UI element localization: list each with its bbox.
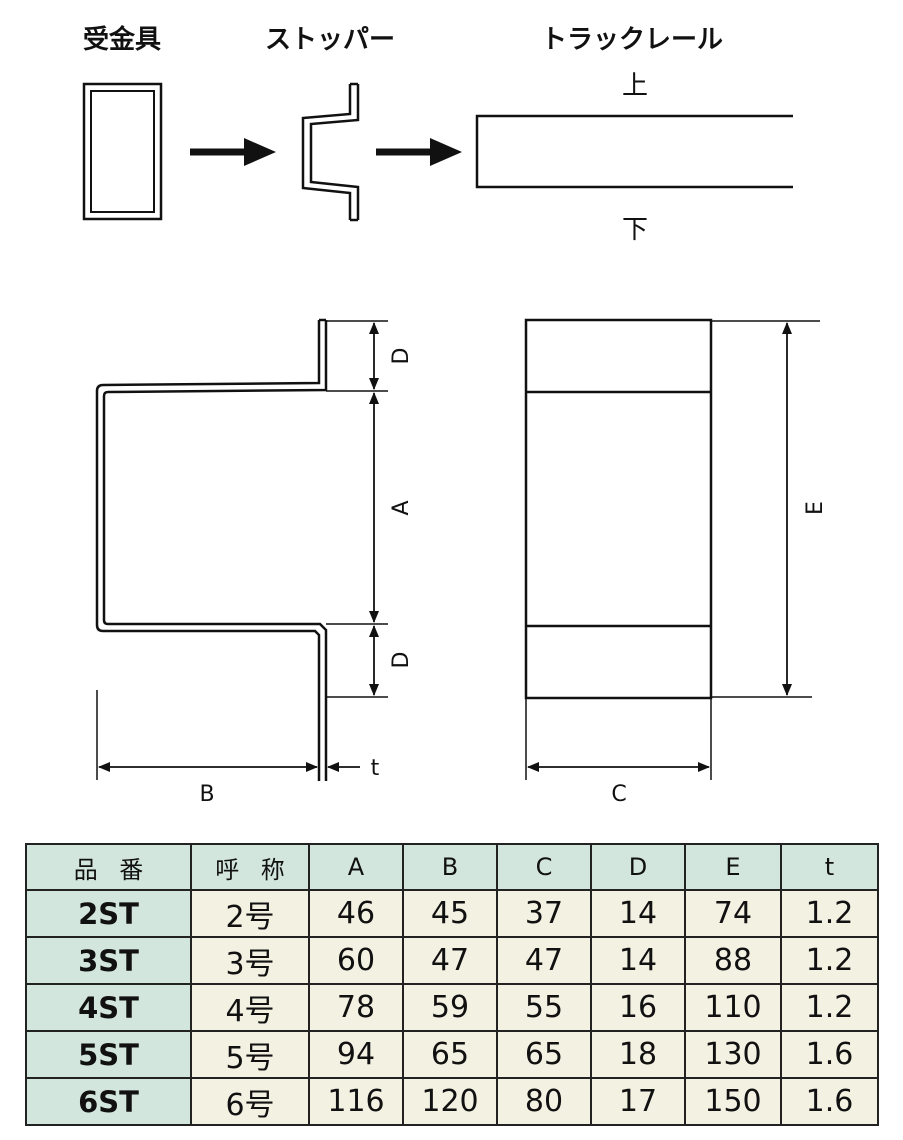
cell-t: 1.6 [780, 1030, 879, 1079]
cell-b: 120 [402, 1077, 498, 1126]
rail-bottom-label: 下 [622, 215, 648, 245]
table-header-row: 品番 呼称 A B C D E t [25, 843, 879, 891]
extension-lines-side [96, 320, 388, 780]
receiver-label: 受金具 [83, 24, 161, 55]
table-row: 4ST 4号 78 59 55 16 110 1.2 [25, 983, 879, 1032]
cell-nominal: 5号 [190, 1030, 310, 1079]
header-e: E [684, 843, 782, 891]
cell-a: 46 [308, 889, 404, 938]
dimension-lines-front [527, 322, 792, 772]
cell-t: 1.2 [780, 936, 879, 985]
header-nominal: 呼称 [190, 843, 310, 891]
technical-drawing: 受金具 ストッパー トラックレール 上 下 [82, 24, 828, 807]
cell-part-number: 6ST [25, 1077, 192, 1126]
cell-c: 80 [496, 1077, 592, 1126]
table-row: 3ST 3号 60 47 47 14 88 1.2 [25, 936, 879, 985]
header-b: B [402, 843, 498, 891]
header-d: D [590, 843, 686, 891]
stopper-shape [301, 82, 360, 222]
cell-c: 65 [496, 1030, 592, 1079]
dim-label-e: E [803, 501, 828, 515]
cell-b: 47 [402, 936, 498, 985]
cell-nominal: 4号 [190, 983, 310, 1032]
flow-arrow-1 [190, 138, 276, 166]
cell-t: 1.2 [780, 983, 879, 1032]
cell-part-number: 4ST [25, 983, 192, 1032]
cell-t: 1.6 [780, 1077, 879, 1126]
receiver-shape [82, 82, 163, 221]
table-row: 6ST 6号 116 120 80 17 150 1.6 [25, 1077, 879, 1126]
cell-a: 60 [308, 936, 404, 985]
cell-a: 78 [308, 983, 404, 1032]
rail-top-label: 上 [622, 71, 648, 101]
dim-label-d-bottom: D [389, 652, 414, 669]
cell-e: 74 [684, 889, 782, 938]
cell-c: 47 [496, 936, 592, 985]
cell-nominal: 3号 [190, 936, 310, 985]
dim-label-t: t [371, 756, 380, 781]
header-a: A [308, 843, 404, 891]
cell-d: 14 [590, 936, 686, 985]
cell-b: 59 [402, 983, 498, 1032]
cell-e: 88 [684, 936, 782, 985]
stopper-label: ストッパー [265, 25, 395, 55]
cell-e: 130 [684, 1030, 782, 1079]
cell-a: 116 [308, 1077, 404, 1126]
cell-part-number: 2ST [25, 889, 192, 938]
cell-a: 94 [308, 1030, 404, 1079]
cell-b: 45 [402, 889, 498, 938]
cell-nominal: 6号 [190, 1077, 310, 1126]
dimension-lines-side [98, 322, 379, 772]
stopper-side-view [95, 318, 328, 781]
track-rail-label: トラックレール [541, 25, 723, 55]
header-part-number: 品番 [25, 843, 192, 891]
dim-label-d-top: D [389, 348, 414, 365]
cell-nominal: 2号 [190, 889, 310, 938]
cell-b: 65 [402, 1030, 498, 1079]
table-row: 2ST 2号 46 45 37 14 74 1.2 [25, 889, 879, 938]
cell-d: 14 [590, 889, 686, 938]
extension-lines-front [525, 320, 820, 780]
dim-label-a: A [389, 500, 414, 515]
cell-d: 18 [590, 1030, 686, 1079]
dim-label-c: C [611, 782, 626, 807]
dim-label-b: B [199, 782, 214, 807]
cell-c: 55 [496, 983, 592, 1032]
table-row: 5ST 5号 94 65 65 18 130 1.6 [25, 1030, 879, 1079]
stopper-front-view [524, 318, 713, 700]
cell-part-number: 3ST [25, 936, 192, 985]
cell-d: 16 [590, 983, 686, 1032]
cell-c: 37 [496, 889, 592, 938]
track-rail-shape [475, 114, 793, 189]
cell-e: 110 [684, 983, 782, 1032]
cell-d: 17 [590, 1077, 686, 1126]
cell-part-number: 5ST [25, 1030, 192, 1079]
cell-e: 150 [684, 1077, 782, 1126]
cell-t: 1.2 [780, 889, 879, 938]
header-c: C [496, 843, 592, 891]
spec-table: 品番 呼称 A B C D E t 2ST 2号 46 45 37 14 74 … [25, 843, 879, 1126]
header-t: t [780, 843, 879, 891]
flow-arrow-2 [376, 138, 462, 166]
